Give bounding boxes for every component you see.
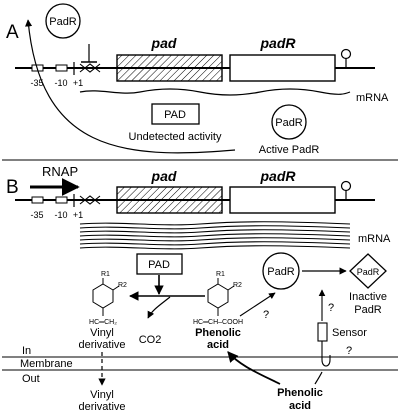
- minus35-box-b: [31, 196, 44, 204]
- minus10-box-a: [55, 64, 68, 72]
- sensor-label: Sensor: [332, 327, 367, 339]
- terminator-icon-a: [340, 48, 352, 60]
- padr-gene-label-b: padR: [260, 168, 297, 184]
- phenolic-name-line2: acid: [207, 339, 229, 351]
- sensor-box: [317, 322, 328, 342]
- padr-repressor-label: PadR: [49, 16, 77, 28]
- padr-circle-b: [262, 252, 300, 290]
- sensor-membrane-loop: [321, 341, 331, 367]
- active-padr-circle-label: PadR: [275, 117, 303, 129]
- out-acid-line2: acid: [289, 400, 311, 412]
- minus10-label-a: -10: [54, 78, 67, 88]
- inactive-padr-diamond-label: PadR: [357, 267, 380, 277]
- vinyl-benzene-icon: [92, 278, 120, 316]
- acid-to-sensor-arrow: [314, 371, 323, 385]
- question-mark-3: ?: [346, 345, 352, 357]
- vinyl-r2: R2: [118, 282, 127, 289]
- compartment-in-label: In: [22, 345, 31, 357]
- operator-icon-b: [79, 195, 101, 205]
- out-vinyl-line1: Vinyl: [90, 389, 114, 401]
- vinyl-name-line1: Vinyl: [90, 327, 114, 339]
- mrna-label-a: mRNA: [356, 92, 389, 104]
- phenolic-r1: R1: [216, 271, 225, 278]
- panel-b-letter: B: [6, 177, 19, 198]
- pad-enzyme-label-a: PAD: [164, 109, 186, 121]
- feedback-arrow-a: [25, 19, 236, 154]
- out-acid-line1: Phenolic: [277, 387, 323, 399]
- compartment-membrane-label: Membrane: [20, 358, 73, 370]
- padr-circle-b-label: PadR: [267, 266, 295, 278]
- minus35-label-a: -35: [30, 78, 43, 88]
- pad-gene-box-b: [116, 186, 223, 214]
- acid-uptake-arrow: [227, 351, 281, 385]
- padr-repressor-circle: [45, 3, 81, 39]
- phenolic-r2: R2: [233, 282, 242, 289]
- plus1-label-b: +1: [73, 210, 83, 220]
- acid-to-padr-arrow: [239, 292, 276, 317]
- panel-a: A PadR -35 -10 +1 pad padR mRNA PAD Unde: [6, 3, 389, 156]
- active-padr-circle: [271, 104, 307, 140]
- pad-gene-label-b: pad: [151, 168, 177, 184]
- pad-gene-box-a: [116, 54, 223, 82]
- plus1-label-a: +1: [73, 78, 83, 88]
- co2-release-arrow: [147, 296, 171, 319]
- out-vinyl-line2: derivative: [78, 401, 125, 413]
- question-mark-2: ?: [328, 302, 334, 314]
- pad-enzyme-box-b: [136, 253, 183, 275]
- panel-a-letter: A: [6, 22, 19, 43]
- phenolic-name-line1: Phenolic: [195, 327, 241, 339]
- padr-gene-box-a: [229, 54, 336, 82]
- inactive-label-line1: Inactive: [349, 291, 387, 303]
- question-mark-1: ?: [263, 309, 269, 321]
- pad-enzyme-label-b: PAD: [148, 259, 170, 271]
- minus35-label-b: -35: [30, 210, 43, 220]
- padr-gene-box-b: [229, 186, 336, 214]
- terminator-icon-b: [340, 180, 352, 192]
- operator-icon-a: [79, 63, 101, 73]
- panel-b: B RNAP -35 -10 +1 pad padR mRNA: [2, 164, 398, 413]
- compartment-out-label: Out: [22, 373, 40, 385]
- rnap-label: RNAP: [42, 164, 78, 179]
- padr-gene-label-a: padR: [260, 35, 297, 51]
- mrna-waves-b: [79, 221, 351, 250]
- pad-gene-label-a: pad: [151, 35, 177, 51]
- phenolic-benzene-icon: [207, 278, 235, 316]
- vinyl-chain: HC═CH₂: [89, 319, 117, 326]
- minus10-label-b: -10: [54, 210, 67, 220]
- mrna-label-b: mRNA: [358, 233, 391, 245]
- inactive-label-line2: PadR: [354, 304, 382, 316]
- pad-enzyme-box-a: [151, 103, 200, 125]
- vinyl-name-line2: derivative: [78, 339, 125, 351]
- mrna-wave-a: [79, 88, 351, 96]
- minus10-box-b: [55, 196, 68, 204]
- phenolic-chain: HC═CH‒COOH: [193, 319, 243, 326]
- inactive-padr-diamond: [349, 253, 387, 289]
- active-padr-label: Active PadR: [259, 144, 320, 156]
- vinyl-r1: R1: [101, 271, 110, 278]
- undetected-activity-label: Undetected activity: [129, 131, 222, 143]
- co2-label: CO2: [139, 334, 162, 346]
